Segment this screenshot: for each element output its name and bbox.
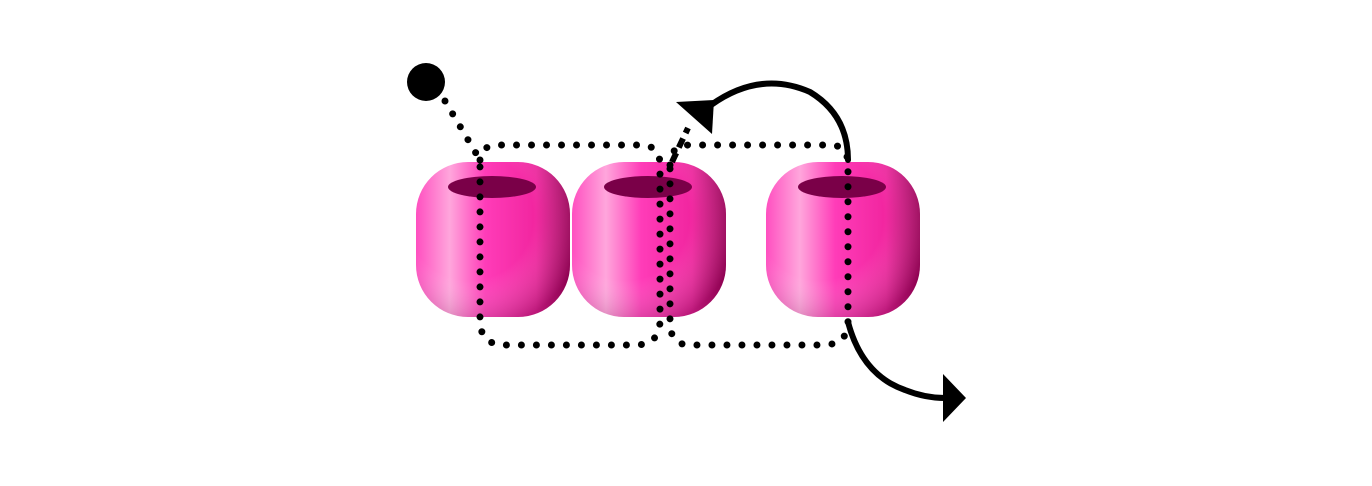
bead-2 [572, 162, 726, 317]
arrowhead-right-icon [943, 374, 966, 422]
bead-hole [604, 176, 692, 198]
thread-arc-solid [708, 80, 851, 163]
thread-loop-first [476, 141, 664, 349]
bead-hole [448, 176, 536, 198]
arrowhead-up-icon [676, 100, 714, 134]
thread-exit-solid [845, 319, 948, 401]
thread-entry-dotted [441, 97, 484, 164]
bead-3 [766, 162, 920, 317]
bead-hole [798, 176, 886, 198]
bead-1 [416, 162, 570, 317]
thread-start-dot [407, 63, 445, 101]
thread-transition-dashed [669, 126, 691, 164]
